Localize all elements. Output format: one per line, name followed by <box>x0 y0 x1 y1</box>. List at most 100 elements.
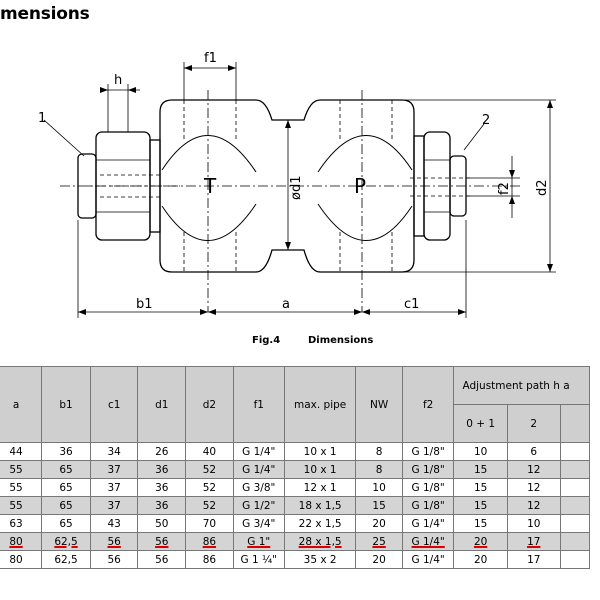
cell: G 1 ¼" <box>232 550 285 569</box>
cell: 17 <box>506 532 561 551</box>
cell: 62,5 <box>41 550 91 569</box>
technical-drawing: f1 h 1 2 T P ød1 f2 d2 b1 a c1 <box>38 51 556 318</box>
cell: 56 <box>89 550 139 569</box>
cell: 22 x 1,5 <box>283 514 357 533</box>
label-d2: d2 <box>535 179 550 196</box>
cell: 35 x 2 <box>283 550 357 569</box>
cell: 52 <box>185 496 234 515</box>
cell: 8 <box>355 460 403 479</box>
cell: 43 <box>89 514 139 533</box>
cell: 25 <box>355 532 403 551</box>
cell: 17 <box>506 550 561 569</box>
col-header-d2: d2 <box>185 366 234 443</box>
cell <box>559 514 591 533</box>
label-f2: f2 <box>497 182 512 195</box>
cell: 80 <box>0 532 43 551</box>
cell: 36 <box>137 478 187 497</box>
cell <box>559 442 591 461</box>
cell: G 1/4" <box>401 550 455 569</box>
label-b1: b1 <box>136 297 153 312</box>
col-header-adj-0-1: 0 + 1 <box>453 404 508 443</box>
cell: 56 <box>137 550 187 569</box>
cell: 34 <box>89 442 139 461</box>
col-header-d1: d1 <box>137 366 187 443</box>
cell: 20 <box>355 514 403 533</box>
cell: 10 x 1 <box>283 460 357 479</box>
cell: 15 <box>453 460 508 479</box>
cell: 37 <box>89 478 139 497</box>
label-d1: ød1 <box>289 176 304 200</box>
cell: G 3/8" <box>232 478 285 497</box>
cell: 20 <box>453 532 508 551</box>
cell: 12 <box>506 478 561 497</box>
cell: 44 <box>0 442 43 461</box>
cell: 10 x 1 <box>283 442 357 461</box>
cell: 65 <box>41 478 91 497</box>
cell: G 1/8" <box>401 460 455 479</box>
cell: 55 <box>0 460 43 479</box>
label-p: P <box>354 174 366 198</box>
cell: 12 <box>506 460 561 479</box>
label-f1: f1 <box>204 51 217 66</box>
cell: 20 <box>355 550 403 569</box>
cell <box>559 460 591 479</box>
col-header-adj-extra <box>559 404 591 443</box>
cell: 55 <box>0 496 43 515</box>
figure-number: Fig.4 <box>252 335 281 346</box>
cell: 56 <box>89 532 139 551</box>
cell: 65 <box>41 514 91 533</box>
cell: 20 <box>453 550 508 569</box>
label-c1: c1 <box>404 297 419 312</box>
cell: G 1/8" <box>401 442 455 461</box>
cell: 10 <box>453 442 508 461</box>
cell: 12 x 1 <box>283 478 357 497</box>
cell: 55 <box>0 478 43 497</box>
cell: G 1/2" <box>232 496 285 515</box>
cell: 86 <box>185 532 234 551</box>
cell: G 1/4" <box>401 514 455 533</box>
cell: 18 x 1,5 <box>283 496 357 515</box>
cell: 52 <box>185 478 234 497</box>
cell: 36 <box>41 442 91 461</box>
col-header-nw: NW <box>355 366 403 443</box>
cell <box>559 478 591 497</box>
col-header-a: a <box>0 366 43 443</box>
cell: 37 <box>89 460 139 479</box>
cell: 50 <box>137 514 187 533</box>
cell: 80 <box>0 550 43 569</box>
cell: 65 <box>41 460 91 479</box>
cell: 62,5 <box>41 532 91 551</box>
label-t: T <box>203 174 217 198</box>
col-header-b1: b1 <box>41 366 91 443</box>
cell <box>559 496 591 515</box>
col-header-c1: c1 <box>89 366 139 443</box>
col-header-adjustment: Adjustment path h a <box>453 366 590 405</box>
cell: 56 <box>137 532 187 551</box>
dimensions-table: a b1 c1 d1 d2 f1 max. pipe NW f2 Adjustm… <box>0 366 591 569</box>
cell: G 1/8" <box>401 478 455 497</box>
cell <box>559 550 591 569</box>
cell: 65 <box>41 496 91 515</box>
cell: G 1/4" <box>232 442 285 461</box>
cell: G 1" <box>232 532 285 551</box>
col-header-max-pipe: max. pipe <box>283 366 357 443</box>
cell: 6 <box>506 442 561 461</box>
cell: G 1/8" <box>401 496 455 515</box>
cell: 52 <box>185 460 234 479</box>
cell: 15 <box>453 514 508 533</box>
cell: 63 <box>0 514 43 533</box>
cell: 15 <box>453 478 508 497</box>
cell: 70 <box>185 514 234 533</box>
cell: 40 <box>185 442 234 461</box>
cell: G 3/4" <box>232 514 285 533</box>
cell <box>559 532 591 551</box>
cell: 10 <box>506 514 561 533</box>
cell: 15 <box>355 496 403 515</box>
cell: 28 x 1,5 <box>283 532 357 551</box>
cell: G 1/4" <box>232 460 285 479</box>
